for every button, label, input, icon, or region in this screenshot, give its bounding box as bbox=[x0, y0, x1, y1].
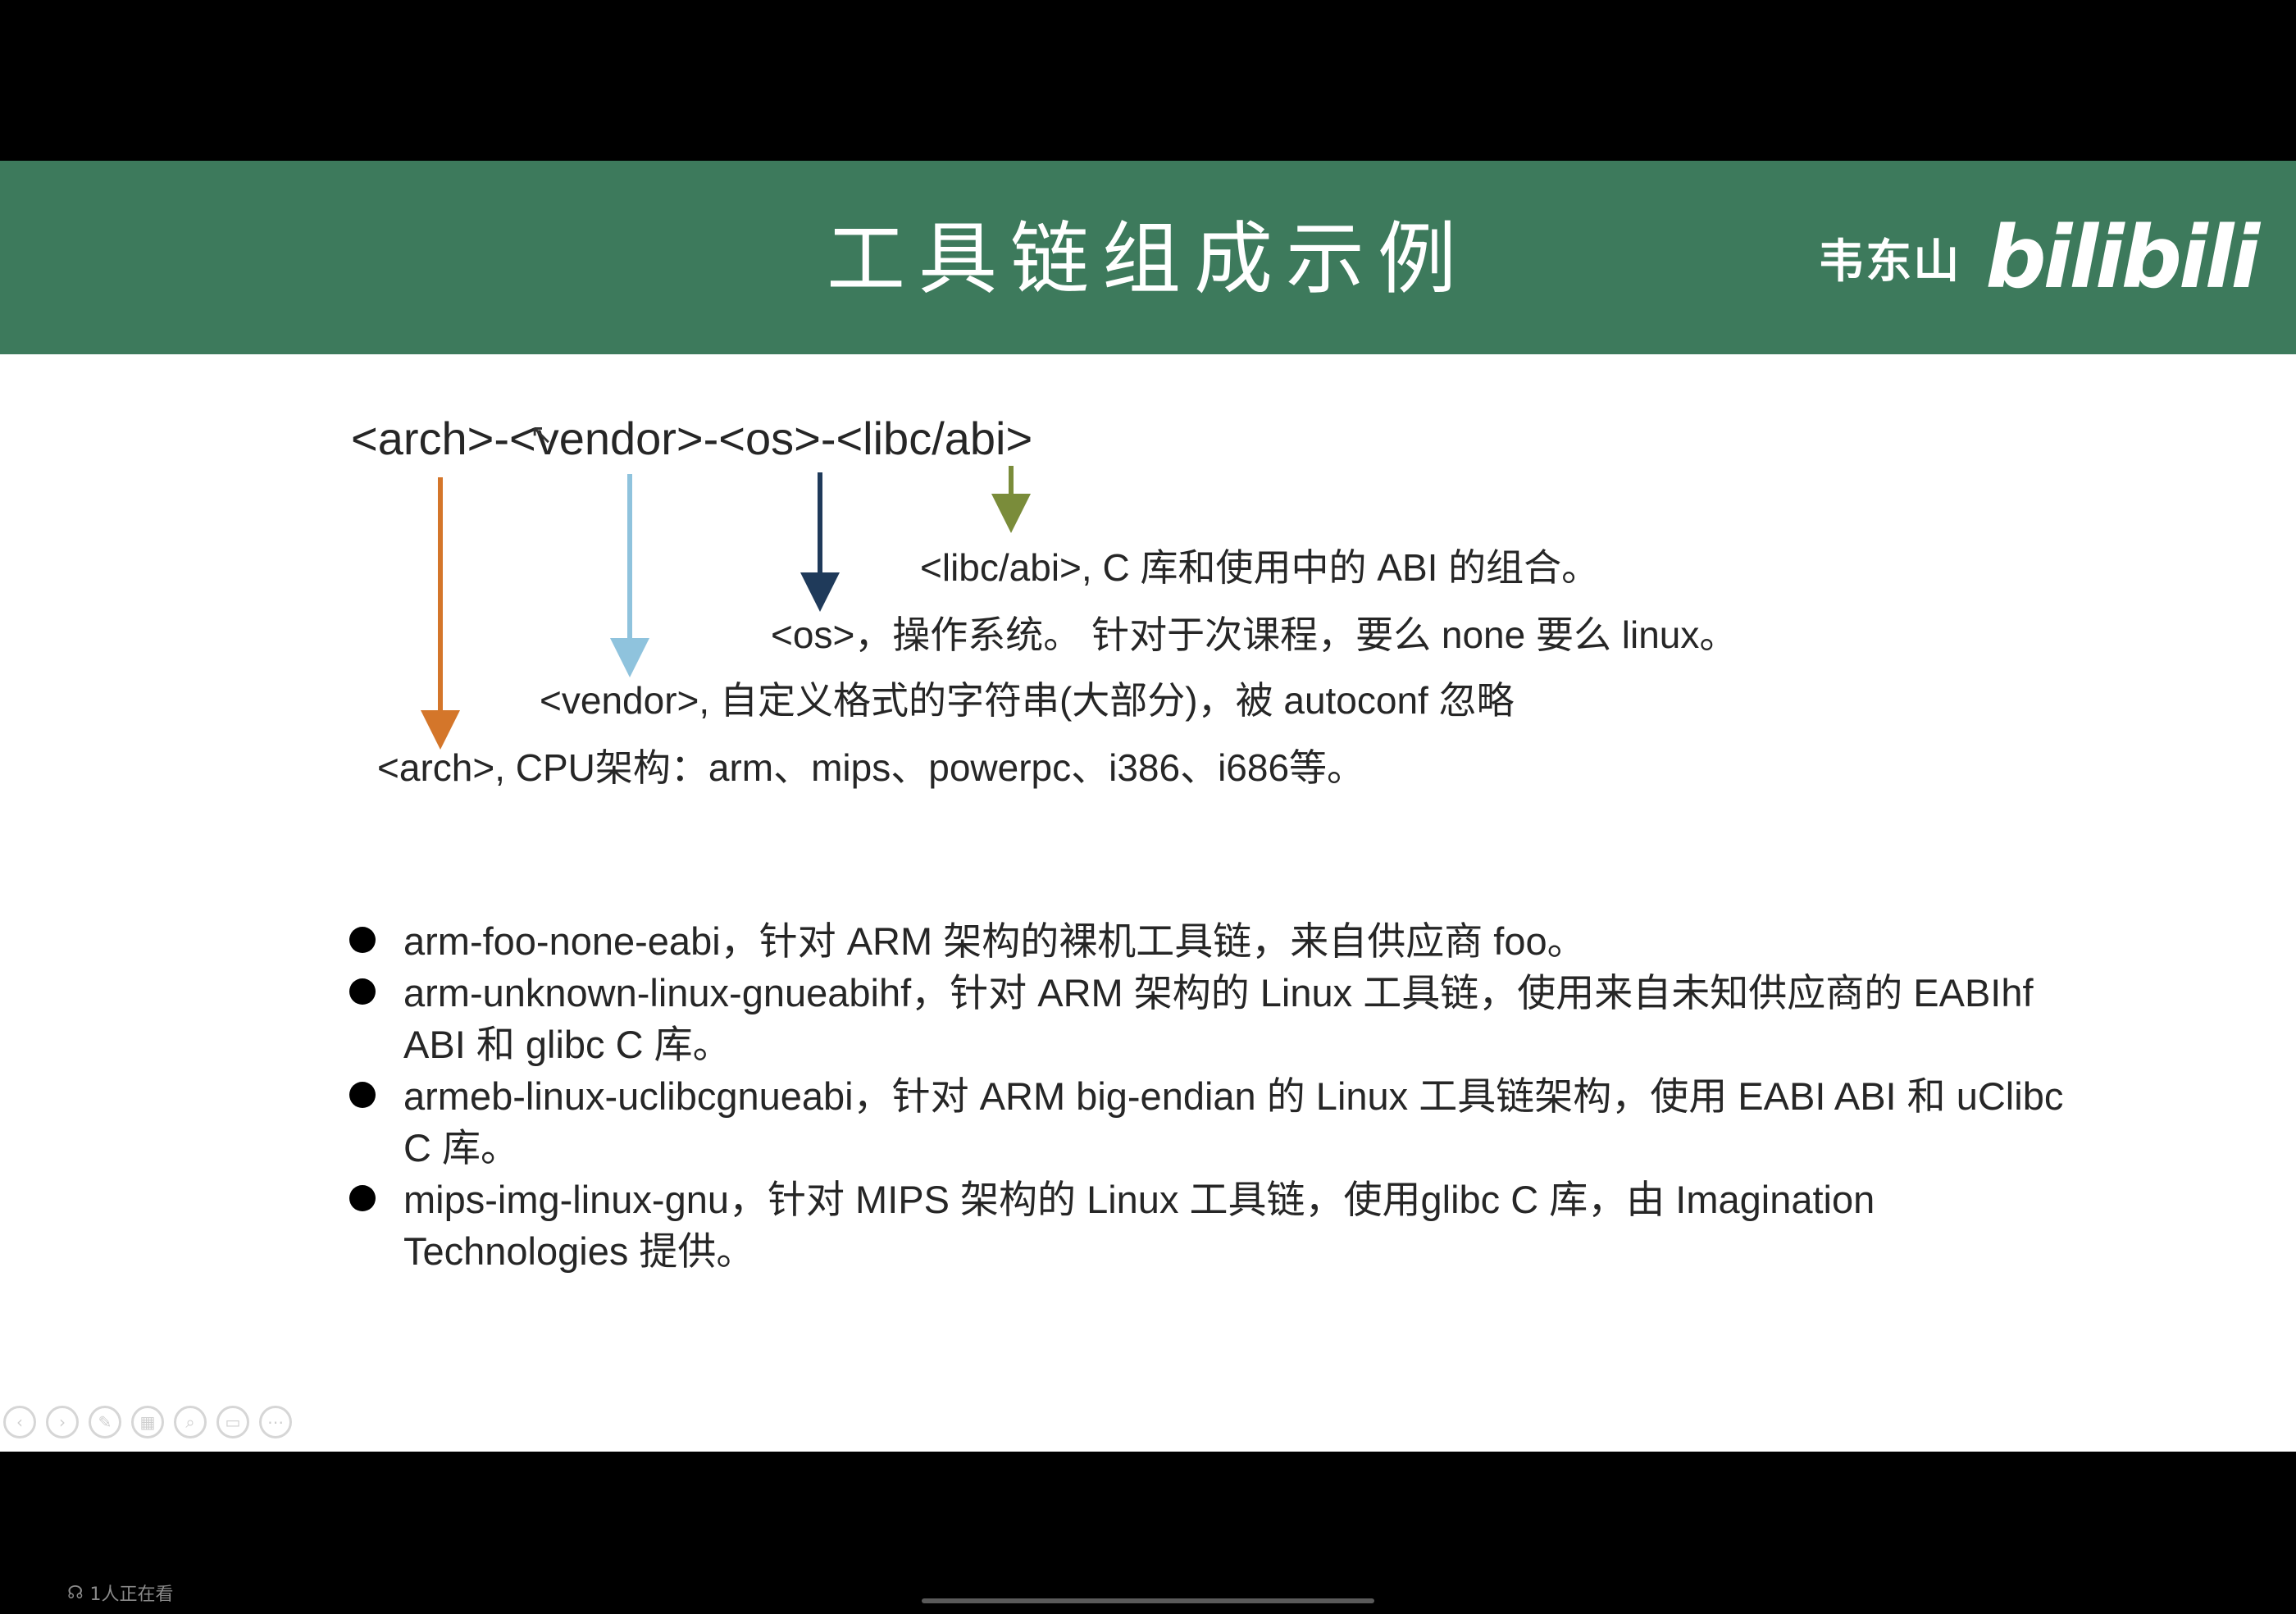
libc-description: <libc/abi>, C 库和使用中的 ABI 的组合。 bbox=[920, 546, 1600, 589]
subtitle-icon[interactable]: ▭ bbox=[216, 1406, 249, 1438]
watermark-author: 韦东山 bbox=[1818, 235, 1961, 289]
arch-description: <arch>, CPU架构：arm、mips、powerpc、i386、i686… bbox=[377, 746, 1365, 789]
toolchain-pattern: <arch>-<vendor>-<os>-<libc/abi> bbox=[351, 413, 1033, 464]
examples-list: arm-foo-none-eabi，针对 ARM 架构的裸机工具链，来自供应商 … bbox=[348, 915, 2086, 1277]
video-progress-bar[interactable] bbox=[922, 1598, 1374, 1603]
slideshow-controls: ‹ › ✎ ▦ ⌕ ▭ ⋯ bbox=[3, 1406, 292, 1438]
slide-header: 工具链组成示例 韦东山 bilibili bbox=[0, 161, 2296, 354]
watermark: 韦东山 bilibili bbox=[1818, 207, 2260, 308]
bullet-icon bbox=[349, 927, 376, 953]
mouse-cursor-icon: ↖ bbox=[530, 418, 554, 451]
slide-title: 工具链组成示例 bbox=[827, 213, 1469, 305]
slides-icon[interactable]: ▦ bbox=[131, 1406, 164, 1438]
more-icon[interactable]: ⋯ bbox=[259, 1406, 292, 1438]
example-text: arm-foo-none-eabi，针对 ARM 架构的裸机工具链，来自供应商 … bbox=[403, 919, 1586, 963]
bullet-icon bbox=[349, 978, 376, 1005]
pattern-arrows bbox=[421, 466, 1031, 750]
list-item: arm-unknown-linux-gnueabihf，针对 ARM 架构的 L… bbox=[348, 967, 2086, 1070]
bullet-icon bbox=[349, 1185, 376, 1211]
example-text: armeb-linux-uclibcgnueabi，针对 ARM big-end… bbox=[403, 1074, 2064, 1169]
bullet-icon bbox=[349, 1082, 376, 1108]
os-description: <os>，操作系统。 针对于次课程，要么 none 要么 linux。 bbox=[771, 613, 1738, 656]
list-item: arm-foo-none-eabi，针对 ARM 架构的裸机工具链，来自供应商 … bbox=[348, 915, 2086, 967]
slide: 工具链组成示例 韦东山 bilibili <arch>-<vendor>-<os… bbox=[0, 161, 2296, 1452]
list-item: mips-img-linux-gnu，针对 MIPS 架构的 Linux 工具链… bbox=[348, 1174, 2086, 1277]
prev-icon[interactable]: ‹ bbox=[3, 1406, 36, 1438]
list-item: armeb-linux-uclibcgnueabi，针对 ARM big-end… bbox=[348, 1070, 2086, 1174]
viewers-label: 1人正在看 bbox=[89, 1584, 174, 1605]
viewer-count: ☊ 1人正在看 bbox=[67, 1580, 174, 1606]
example-text: mips-img-linux-gnu，针对 MIPS 架构的 Linux 工具链… bbox=[403, 1178, 1875, 1273]
vendor-description: <vendor>, 自定义格式的字符串(大部分)，被 autoconf 忽略 bbox=[540, 679, 1515, 722]
viewers-icon: ☊ bbox=[67, 1582, 84, 1603]
bilibili-logo: bilibili bbox=[1985, 207, 2260, 308]
pen-icon[interactable]: ✎ bbox=[89, 1406, 121, 1438]
zoom-icon[interactable]: ⌕ bbox=[174, 1406, 207, 1438]
next-icon[interactable]: › bbox=[46, 1406, 79, 1438]
example-text: arm-unknown-linux-gnueabihf，针对 ARM 架构的 L… bbox=[403, 971, 2034, 1066]
